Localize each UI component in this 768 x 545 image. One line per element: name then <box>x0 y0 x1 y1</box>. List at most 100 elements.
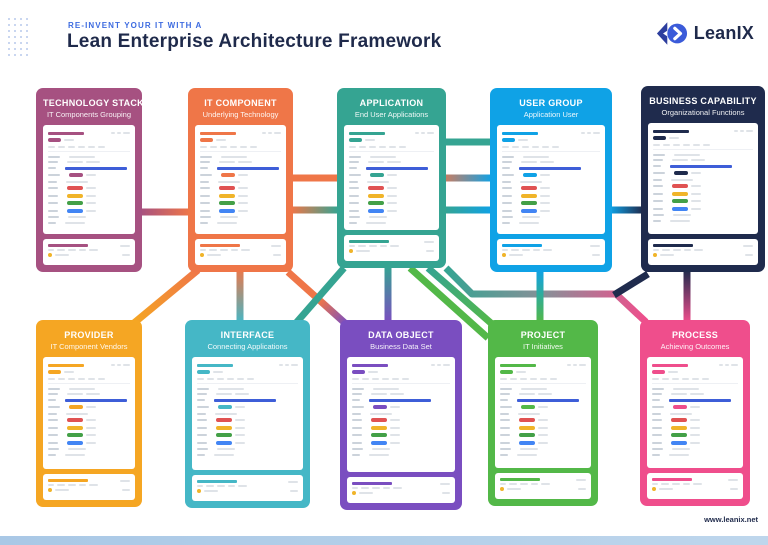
r <box>48 131 130 135</box>
b <box>349 145 356 148</box>
r <box>652 418 738 422</box>
ml2 <box>218 405 245 409</box>
b <box>67 433 83 437</box>
dot-pattern-decoration <box>6 16 28 58</box>
b <box>581 132 585 134</box>
b <box>358 245 366 247</box>
ml2 <box>368 193 397 198</box>
b <box>390 441 400 444</box>
b <box>200 161 210 163</box>
b <box>540 161 554 163</box>
ml2 <box>519 418 548 422</box>
logo-arrow-shape <box>656 22 668 45</box>
ml2 <box>67 425 96 430</box>
b <box>500 412 509 415</box>
b <box>366 166 428 170</box>
b <box>500 393 510 395</box>
b <box>500 434 510 436</box>
b <box>368 208 384 213</box>
b <box>228 485 235 487</box>
b <box>672 199 688 203</box>
b <box>519 440 535 445</box>
ml2 <box>671 425 700 430</box>
r <box>500 363 586 367</box>
b <box>48 138 61 142</box>
fact-sheet-mini-skeleton <box>495 473 591 496</box>
b <box>373 387 399 390</box>
b <box>262 132 266 134</box>
fact-sheet-mini-skeleton <box>195 239 286 262</box>
r <box>349 131 434 135</box>
b <box>730 488 738 490</box>
b <box>48 434 58 436</box>
b <box>522 216 540 218</box>
b <box>372 487 380 489</box>
r <box>197 370 298 374</box>
b <box>200 167 208 169</box>
ml2 <box>672 159 705 161</box>
r <box>197 489 298 493</box>
b <box>500 441 510 444</box>
b <box>216 440 232 445</box>
b <box>387 187 397 189</box>
b <box>352 377 359 380</box>
b <box>235 406 245 408</box>
b <box>48 202 58 204</box>
b <box>204 490 218 492</box>
ml2 <box>517 453 537 456</box>
b <box>197 426 207 429</box>
b <box>67 425 83 430</box>
r <box>200 193 281 198</box>
ml2 <box>371 440 400 445</box>
ml2 <box>671 440 700 445</box>
r <box>352 412 450 415</box>
r <box>352 425 450 430</box>
b <box>573 364 577 366</box>
b <box>538 393 552 395</box>
ml2 <box>371 433 400 437</box>
r <box>197 363 298 367</box>
b <box>231 249 238 251</box>
b <box>380 245 387 247</box>
b <box>500 478 540 481</box>
r <box>652 398 738 402</box>
b <box>652 483 658 485</box>
card-title: APPLICATION <box>359 98 424 108</box>
r <box>500 387 586 390</box>
b <box>216 393 232 395</box>
b <box>592 254 600 256</box>
b <box>86 161 100 163</box>
fact-sheet-skeleton <box>648 123 758 228</box>
b <box>652 478 692 481</box>
r <box>502 186 600 190</box>
b <box>48 412 57 415</box>
r <box>349 138 434 142</box>
b <box>123 364 130 366</box>
r <box>197 405 298 409</box>
b <box>653 219 661 222</box>
r <box>502 161 600 163</box>
b <box>502 253 506 257</box>
b <box>200 194 210 197</box>
r <box>48 488 130 492</box>
b <box>122 254 130 256</box>
ml <box>730 488 738 490</box>
ml <box>745 254 753 256</box>
b <box>216 139 226 141</box>
ml <box>424 240 434 243</box>
fact-sheet-list-screenshot <box>195 239 286 265</box>
ml2 <box>67 433 96 437</box>
b <box>653 159 663 161</box>
b <box>368 201 384 205</box>
fact-sheet-skeleton <box>347 357 455 462</box>
fact-sheet-mini-skeleton <box>497 239 605 262</box>
r <box>48 244 130 247</box>
b <box>652 487 656 491</box>
card-subtitle: Achieving Outcomes <box>660 342 730 351</box>
b <box>673 387 699 390</box>
r <box>502 193 600 198</box>
r <box>653 143 753 146</box>
b <box>531 483 538 485</box>
